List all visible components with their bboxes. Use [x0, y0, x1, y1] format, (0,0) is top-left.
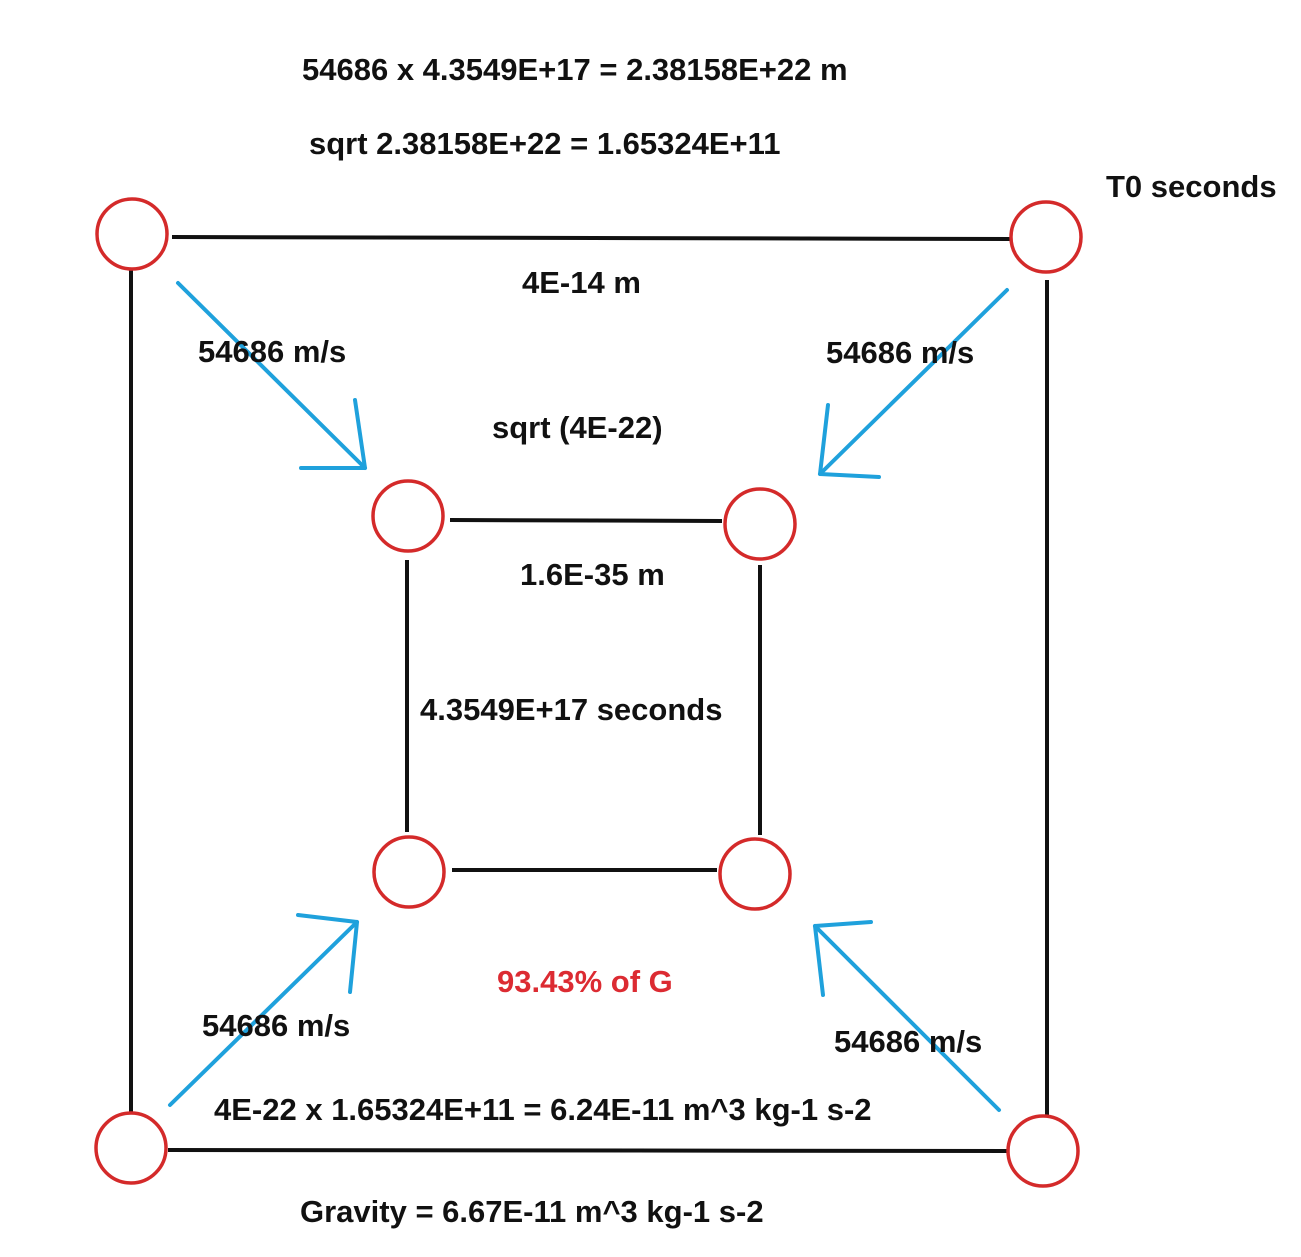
speed-label-bottom-right: 54686 m/s [834, 1024, 982, 1059]
inner-length-label: 1.6E-35 m [520, 557, 665, 592]
outer-edge-bottom [167, 1148, 1008, 1153]
percent-of-g-label: 93.43% of G [497, 964, 673, 999]
sqrt-inner-label: sqrt (4E-22) [492, 410, 663, 445]
velocity-arrows [168, 281, 1009, 1112]
node-outer-top-right [1009, 200, 1083, 274]
inner-nodes [371, 479, 797, 911]
top-equation: 54686 x 4.3549E+17 = 2.38158E+22 m [302, 52, 848, 87]
gravity-equation: Gravity = 6.67E-11 m^3 kg-1 s-2 [300, 1194, 764, 1229]
outer-square [129, 235, 1049, 1153]
node-inner-top-left [371, 479, 445, 553]
arrow-top-left [176, 281, 367, 470]
arrow-top-right [818, 288, 1009, 479]
labels: 54686 x 4.3549E+17 = 2.38158E+22 m sqrt … [198, 52, 1277, 1229]
result-equation: 4E-22 x 1.65324E+11 = 6.24E-11 m^3 kg-1 … [214, 1092, 872, 1127]
sqrt-equation: sqrt 2.38158E+22 = 1.65324E+11 [309, 126, 780, 161]
arrow-bottom-left [168, 913, 359, 1107]
outer-nodes [94, 197, 1083, 1188]
outer-edge-top [171, 235, 1011, 241]
arrow-bottom-right [813, 920, 1001, 1112]
inner-edge-top [449, 518, 723, 523]
node-outer-bottom-left [94, 1111, 168, 1185]
node-outer-bottom-right [1006, 1114, 1080, 1188]
inner-square [405, 518, 762, 872]
time-label: T0 seconds [1106, 169, 1277, 204]
inner-time-label: 4.3549E+17 seconds [420, 692, 722, 727]
speed-label-top-right: 54686 m/s [826, 335, 974, 370]
node-inner-top-right [723, 487, 797, 561]
speed-label-top-left: 54686 m/s [198, 334, 346, 369]
node-outer-top-left [95, 197, 169, 271]
node-inner-bottom-right [718, 837, 792, 911]
node-inner-bottom-left [372, 835, 446, 909]
outer-length-label: 4E-14 m [522, 265, 641, 300]
speed-label-bottom-left: 54686 m/s [202, 1008, 350, 1043]
